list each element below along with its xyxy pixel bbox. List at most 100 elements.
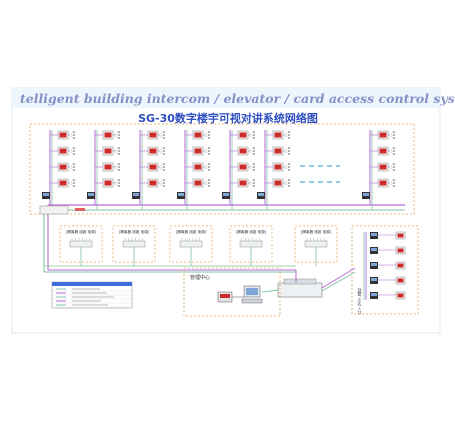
- distribution-box-device: [239, 240, 263, 248]
- indoor-monitor-screen: [149, 148, 157, 154]
- right-area-units: [363, 231, 406, 300]
- indoor-monitor-screen: [149, 164, 157, 170]
- left-switch-box: [39, 205, 69, 215]
- villa-monitor-screen: [397, 263, 404, 268]
- management-console-screen: [220, 294, 230, 298]
- indoor-monitor-screen: [379, 164, 387, 170]
- door-link: [157, 131, 165, 136]
- door-link: [112, 166, 120, 171]
- hub-link-right: [321, 267, 356, 289]
- indoor-monitor-screen: [59, 148, 67, 154]
- door-link: [387, 131, 395, 136]
- unit-door-station-face: [43, 193, 49, 196]
- villa-door-station-face: [371, 293, 377, 296]
- door-link: [387, 179, 395, 184]
- indoor-monitor-screen: [274, 148, 282, 154]
- door-link: [387, 163, 395, 168]
- door-link: [387, 147, 395, 152]
- building-frame: [29, 123, 415, 215]
- door-link: [282, 134, 290, 139]
- right-area-label: 别墅·小区·入口: [358, 287, 363, 316]
- door-link: [202, 182, 210, 187]
- door-link: [157, 147, 165, 152]
- building-unit: [177, 130, 210, 210]
- door-link: [67, 182, 75, 187]
- door-link: [202, 150, 210, 155]
- banner-band: [12, 88, 440, 108]
- distribution-box: [隔离器 线缆 电源]: [59, 225, 103, 266]
- door-link: [247, 179, 255, 184]
- banner-text: telligent building intercom / elevator /…: [20, 91, 455, 106]
- door-link: [202, 134, 210, 139]
- indoor-monitor-screen: [194, 132, 202, 138]
- indoor-monitor-screen: [379, 132, 387, 138]
- door-link: [282, 182, 290, 187]
- management-center-frame: [183, 267, 281, 317]
- door-link: [282, 147, 290, 152]
- indoor-monitor-screen: [274, 132, 282, 138]
- distribution-box-label: [隔离器 线缆 电源]: [176, 229, 207, 234]
- indoor-monitor-screen: [239, 132, 247, 138]
- door-link: [112, 150, 120, 155]
- indoor-monitor-screen: [59, 180, 67, 186]
- indoor-monitor-screen: [194, 164, 202, 170]
- door-link: [202, 131, 210, 136]
- building-unit: [132, 130, 165, 210]
- door-link: [282, 150, 290, 155]
- door-link: [247, 147, 255, 152]
- distribution-box-label: [隔离器 线缆 电源]: [66, 229, 97, 234]
- unit-door-station-face: [178, 193, 184, 196]
- villa-door-station-face: [371, 263, 377, 266]
- door-link: [67, 131, 75, 136]
- door-link: [112, 131, 120, 136]
- distribution-box: [隔离器 线缆 电源]: [229, 225, 273, 266]
- door-link: [157, 179, 165, 184]
- door-link: [112, 134, 120, 139]
- distribution-box: [隔离器 线缆 电源]: [294, 225, 338, 266]
- legend-header: [52, 282, 132, 286]
- villa-door-station-face: [371, 233, 377, 236]
- management-link: [261, 289, 279, 293]
- unit-door-station-face: [363, 193, 369, 196]
- management-center-label: 管理中心: [190, 274, 210, 281]
- building-unit: [362, 130, 395, 210]
- door-link: [247, 134, 255, 139]
- building-units: [42, 130, 395, 210]
- distribution-box-frame: [169, 225, 213, 263]
- villa-door-station-face: [371, 278, 377, 281]
- door-link: [202, 163, 210, 168]
- distribution-boxes: [隔离器 线缆 电源] [隔离器 线缆 电源] [隔离器 线缆 电源] [隔离器 线缆…: [59, 225, 338, 266]
- villa-unit: [370, 276, 406, 285]
- door-link: [67, 150, 75, 155]
- villa-unit: [370, 231, 406, 240]
- management-pc-keyboard: [241, 298, 263, 304]
- door-link: [282, 166, 290, 171]
- unit-door-station-face: [223, 193, 229, 196]
- door-link: [282, 131, 290, 136]
- distribution-box-device: [179, 240, 203, 248]
- indoor-monitor-screen: [379, 148, 387, 154]
- door-link: [157, 134, 165, 139]
- villa-door-station-face: [371, 248, 377, 251]
- indoor-monitor-screen: [274, 180, 282, 186]
- building-unit: [42, 130, 75, 210]
- indoor-monitor-screen: [104, 132, 112, 138]
- distribution-box-frame: [229, 225, 273, 263]
- door-link: [157, 182, 165, 187]
- villa-unit: [370, 261, 406, 270]
- door-link: [282, 163, 290, 168]
- door-link: [387, 182, 395, 187]
- indoor-monitor-screen: [239, 180, 247, 186]
- indoor-monitor-screen: [59, 164, 67, 170]
- villa-monitor-screen: [397, 293, 404, 298]
- door-link: [112, 182, 120, 187]
- distribution-box-frame: [294, 225, 338, 263]
- door-link: [157, 150, 165, 155]
- distribution-box-label: [隔离器 线缆 电源]: [119, 229, 150, 234]
- door-link: [67, 134, 75, 139]
- door-link: [247, 150, 255, 155]
- door-link: [387, 134, 395, 139]
- door-link: [112, 163, 120, 168]
- door-link: [67, 147, 75, 152]
